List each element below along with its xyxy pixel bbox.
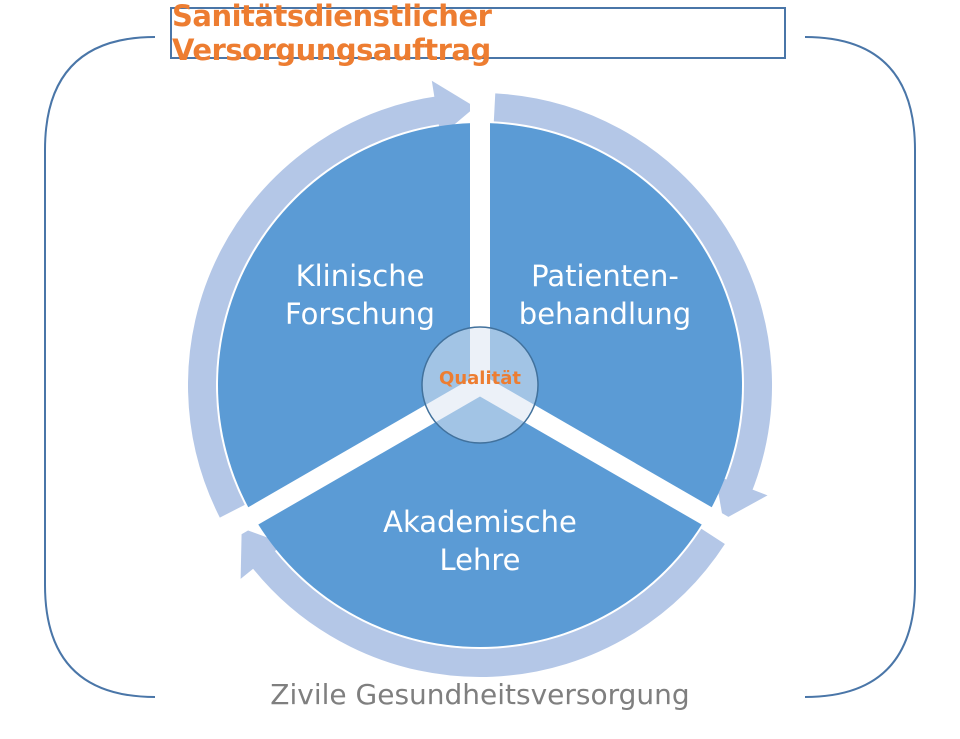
arrowhead-icon: [431, 80, 476, 137]
arrowhead-icon: [715, 475, 768, 520]
title-box: Sanitätsdienstlicher Versorgungsauftrag: [170, 0, 786, 67]
segment-label-line: Lehre: [439, 543, 521, 577]
segment-label-line: behandlung: [518, 297, 692, 331]
segment-teaching: Akademische Lehre: [340, 503, 620, 579]
title: Sanitätsdienstlicher Versorgungsauftrag: [172, 0, 492, 67]
center-label: Qualität: [439, 368, 521, 389]
segment-label-line: Klinische: [295, 259, 425, 293]
quality-circle: [421, 326, 539, 444]
ring-arrow-bottom: [249, 528, 725, 677]
segment-label-line: Patienten-: [531, 259, 679, 293]
ring-arrow-top-right: [493, 93, 772, 495]
left-bracket: [44, 36, 156, 698]
right-bracket: [804, 36, 916, 698]
segment-clinical-research: Klinische Forschung: [255, 257, 465, 333]
footer-label: Zivile Gesundheitsversorgung: [270, 678, 690, 711]
segment-label-line: Akademische: [383, 505, 577, 539]
segment-label-line: Forschung: [285, 297, 435, 331]
segment-patient-care: Patienten- behandlung: [500, 257, 710, 333]
ring-arrow-left: [188, 95, 444, 518]
